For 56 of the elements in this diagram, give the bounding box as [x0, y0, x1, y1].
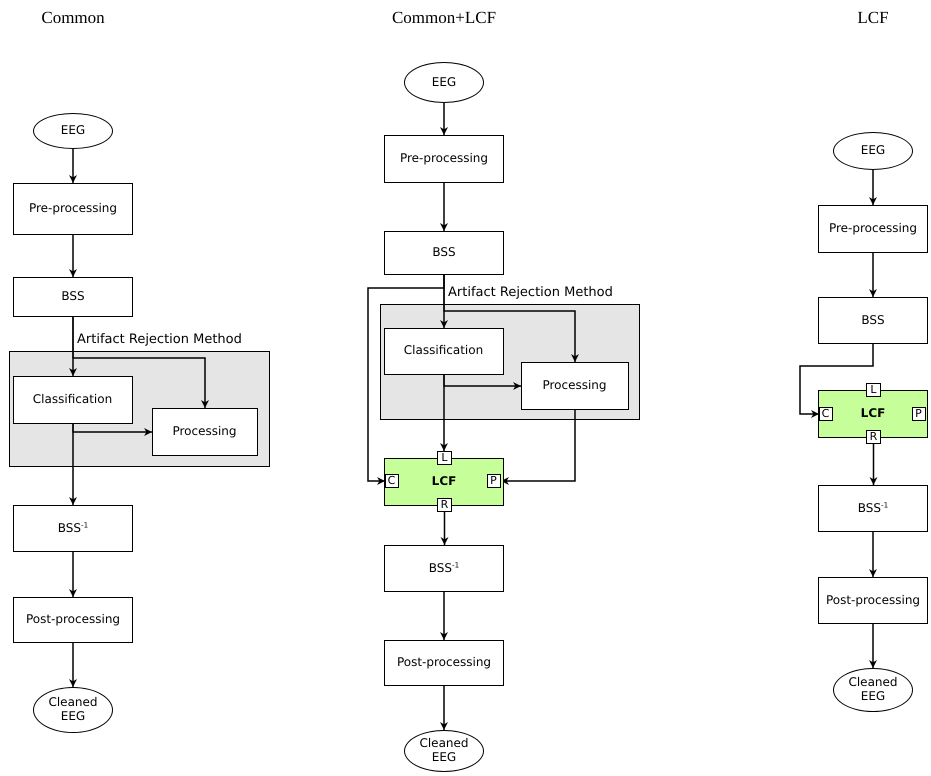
- terminal-ellipse: EEG: [833, 132, 913, 170]
- port-box: R: [866, 430, 881, 444]
- process-box: BSS$^{-1}$: [818, 485, 928, 532]
- process-box: Post-processing: [13, 597, 133, 643]
- process-box: Pre-processing: [13, 183, 133, 235]
- arrow: [440, 686, 448, 730]
- arrow: [69, 149, 77, 183]
- column-title: Common: [41, 8, 105, 28]
- column-title: LCF: [857, 8, 889, 28]
- column-title: Common+LCF: [392, 8, 496, 28]
- arrow: [869, 170, 877, 205]
- process-box: BSS: [818, 297, 928, 344]
- process-box: Post-processing: [384, 640, 504, 686]
- process-box: Classification: [384, 328, 504, 374]
- process-box: Processing: [520, 362, 628, 410]
- arrow: [440, 375, 448, 451]
- arrow: [799, 344, 874, 418]
- port-box: C: [384, 474, 398, 488]
- port-box: L: [866, 383, 881, 397]
- block-label: LCF: [860, 407, 886, 421]
- terminal-ellipse: Cleaned EEG: [404, 730, 484, 772]
- process-box: Processing: [152, 408, 258, 456]
- arrow: [869, 253, 877, 297]
- arrow: [440, 592, 448, 640]
- terminal-ellipse: Cleaned EEG: [833, 668, 913, 712]
- arrow: [69, 643, 77, 687]
- terminal-ellipse: Cleaned EEG: [33, 687, 113, 733]
- arrow: [440, 103, 448, 135]
- process-box: Post-processing: [818, 577, 928, 624]
- arrow: [440, 183, 448, 231]
- port-box: L: [437, 451, 452, 465]
- process-box: Pre-processing: [818, 205, 928, 253]
- process-box: BSS: [13, 277, 133, 317]
- arrow: [869, 532, 877, 577]
- arrow: [440, 512, 448, 545]
- group-heading: Artifact Rejection Method: [448, 286, 613, 301]
- process-box: Classification: [12, 376, 132, 424]
- arrow: [72, 317, 209, 408]
- port-box: R: [437, 498, 452, 512]
- terminal-ellipse: EEG: [33, 113, 113, 149]
- port-box: P: [912, 406, 926, 420]
- process-box: BSS$^{-1}$: [13, 505, 133, 552]
- arrow: [869, 624, 877, 668]
- port-box: P: [486, 474, 500, 488]
- terminal-ellipse: EEG: [404, 62, 484, 103]
- arrow: [69, 424, 77, 505]
- arrow: [69, 552, 77, 597]
- process-box: Pre-processing: [384, 135, 504, 183]
- port-box: C: [818, 406, 832, 420]
- arrow: [69, 235, 77, 277]
- arrow: [367, 275, 445, 485]
- process-box: BSS$^{-1}$: [384, 545, 504, 592]
- group-heading: Artifact Rejection Method: [77, 333, 242, 348]
- block-label: LCF: [432, 475, 456, 489]
- arrow: [870, 444, 878, 485]
- process-box: BSS: [384, 231, 504, 275]
